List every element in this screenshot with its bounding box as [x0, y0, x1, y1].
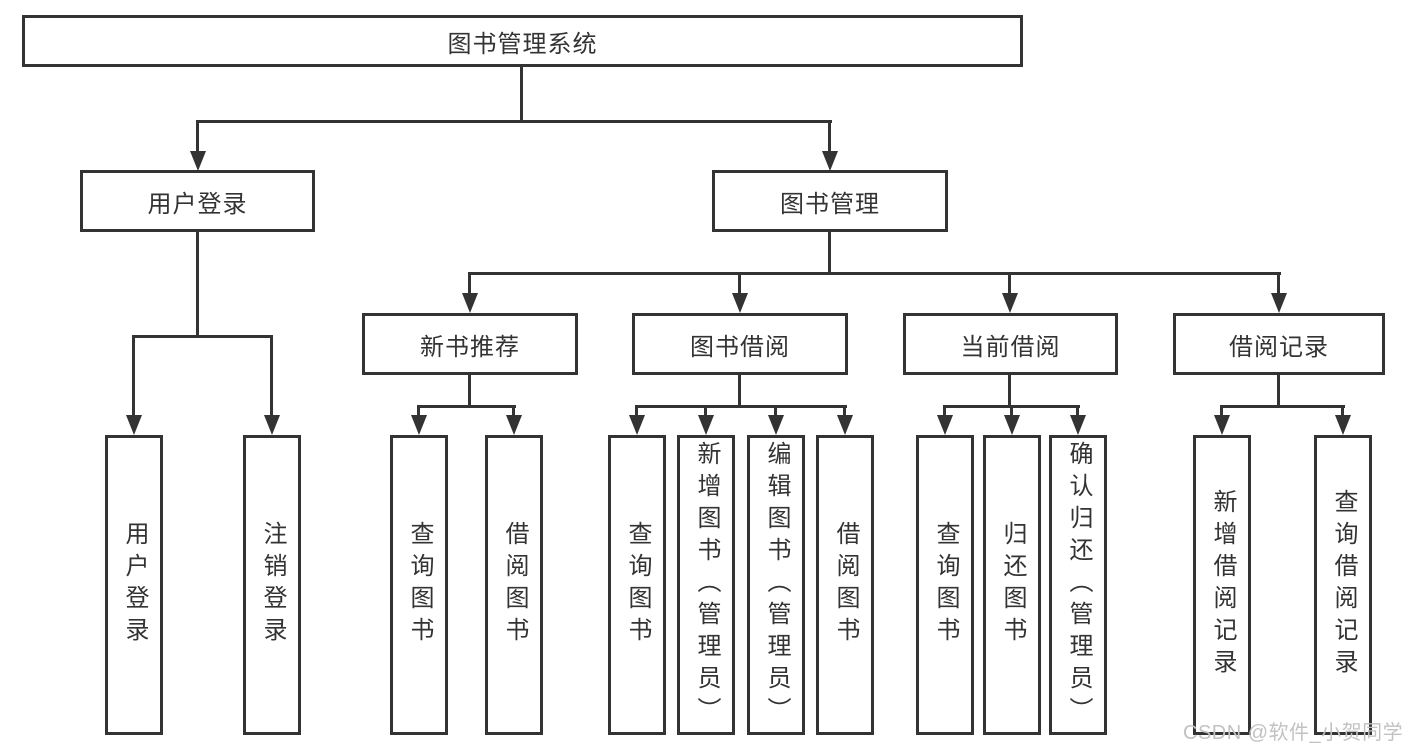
node-bb-query-books: 查询图书 [608, 435, 666, 735]
node-current-borrowing: 当前借阅 [903, 313, 1118, 375]
connector-hline [468, 272, 1281, 275]
node-br-query-record: 查询借阅记录 [1314, 435, 1372, 735]
connector-vline [196, 120, 199, 154]
node-library-system: 图书管理系统 [22, 15, 1023, 67]
node-nbr-borrow-books: 借阅图书 [485, 435, 543, 735]
arrowhead-down [264, 415, 280, 435]
connector-vline [1220, 405, 1223, 418]
connector-vline [1341, 405, 1344, 418]
connector-vline [1076, 405, 1079, 418]
connector-vline [520, 67, 523, 123]
arrowhead-down [768, 415, 784, 435]
connector-vline [1008, 272, 1011, 295]
arrowhead-down [506, 415, 522, 435]
arrowhead-down [190, 151, 206, 171]
connector-vline [1010, 405, 1013, 418]
node-logout-action: 注销登录 [243, 435, 301, 735]
node-user-login-action: 用户登录 [105, 435, 163, 735]
node-cb-confirm-return-admin: 确认归还（管理员） [1049, 435, 1107, 735]
connector-vline [417, 405, 420, 418]
connector-vline [943, 405, 946, 418]
connector-vline [738, 272, 741, 295]
connector-vline [704, 405, 707, 418]
connector-vline [270, 335, 273, 417]
arrowhead-down [1004, 415, 1020, 435]
connector-vline [512, 405, 515, 418]
arrowhead-down [937, 415, 953, 435]
connector-hline [1220, 405, 1345, 408]
connector-vline [468, 272, 471, 295]
connector-vline [196, 232, 199, 338]
connector-vline [1277, 272, 1280, 295]
node-new-book-recommend: 新书推荐 [362, 313, 578, 375]
node-bb-edit-books-admin: 编辑图书（管理员） [747, 435, 805, 735]
connector-vline [843, 405, 846, 418]
arrowhead-down [822, 151, 838, 171]
connector-vline [132, 335, 135, 417]
node-book-management: 图书管理 [712, 170, 948, 232]
connector-vline [1008, 375, 1011, 407]
connector-hline [417, 405, 516, 408]
node-bb-borrow-books: 借阅图书 [816, 435, 874, 735]
connector-vline [738, 375, 741, 407]
arrowhead-down [698, 415, 714, 435]
connector-vline [635, 405, 638, 418]
node-borrowing-records: 借阅记录 [1173, 313, 1385, 375]
node-user-login: 用户登录 [80, 170, 315, 232]
connector-vline [828, 232, 831, 275]
csdn-watermark: CSDN @软件_小贺同学 [1183, 722, 1404, 744]
arrowhead-down [1002, 293, 1018, 313]
arrowhead-down [1214, 415, 1230, 435]
connector-vline [828, 120, 831, 154]
arrowhead-down [126, 415, 142, 435]
connector-hline [197, 120, 832, 123]
node-cb-query-books: 查询图书 [916, 435, 974, 735]
arrowhead-down [1070, 415, 1086, 435]
node-book-borrowing: 图书借阅 [632, 313, 848, 375]
arrowhead-down [1335, 415, 1351, 435]
arrowhead-down [1271, 293, 1287, 313]
arrowhead-down [411, 415, 427, 435]
arrowhead-down [629, 415, 645, 435]
arrowhead-down [462, 293, 478, 313]
arrowhead-down [837, 415, 853, 435]
connector-vline [774, 405, 777, 418]
connector-hline [635, 405, 847, 408]
node-br-add-record: 新增借阅记录 [1193, 435, 1251, 735]
node-nbr-query-books: 查询图书 [390, 435, 448, 735]
connector-hline [132, 335, 273, 338]
connector-vline [1277, 375, 1280, 407]
node-cb-return-books: 归还图书 [983, 435, 1041, 735]
arrowhead-down [732, 293, 748, 313]
node-bb-add-books-admin: 新增图书（管理员） [677, 435, 735, 735]
connector-vline [468, 375, 471, 407]
